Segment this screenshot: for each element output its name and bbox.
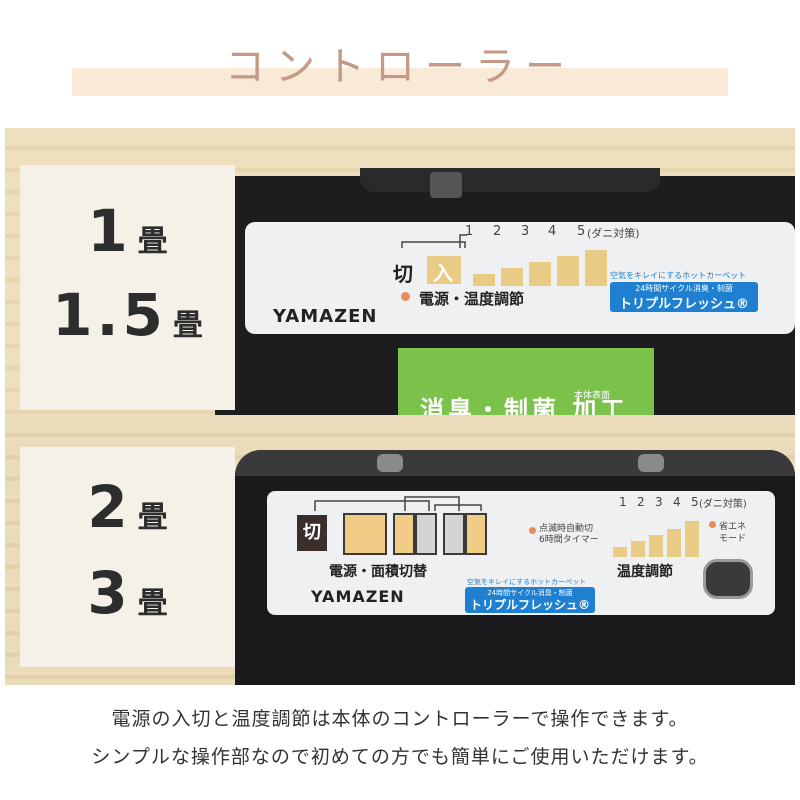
controller-knob-right [638,454,664,472]
controller-rim [235,450,795,476]
level-bar-3 [649,535,663,557]
size-number-1: 1 [87,197,132,265]
badge-main: トリプルフレッシュ® [618,297,749,312]
level-label-1: 1 [619,495,627,509]
timer-led [529,527,536,534]
control-label: 切 電源・面積切替 点滅時自動切 6時間タイマー 1 2 3 4 5 (ダニ対策… [267,491,775,615]
title-band [72,68,728,96]
area-button-2-right[interactable] [415,513,437,555]
level-bar-5 [685,521,699,557]
level-label-2: 2 [493,224,502,239]
level-bar-2 [631,541,645,557]
level-label-4: 4 [548,224,557,239]
page-title: コントローラー [225,44,575,90]
badge-sub: 24時間サイクル消臭・制菌 [487,589,573,597]
level-label-1: 1 [465,224,474,239]
level-note: (ダニ対策) [699,499,747,510]
level-bar-1 [613,547,627,557]
green-text: 消臭・制菌 加工 [420,396,629,415]
area-button-3-right[interactable] [465,513,487,555]
off-label: 切 [393,262,413,286]
level-note: (ダニ対策) [587,227,640,240]
level-bar-1 [473,274,495,286]
triple-fresh-badge: 24時間サイクル消臭・制菌 トリプルフレッシュ® [465,587,595,613]
eco-line-1: 省エネ [719,522,747,532]
bracket-lines [401,234,467,248]
function-label: 電源・温度調節 [419,290,525,308]
level-bar-2 [501,268,523,286]
badge-sub: 24時間サイクル消臭・制菌 [635,284,733,293]
function-right-label: 温度調節 [617,564,673,580]
caption-line-1: 電源の入切と温度調節は本体のコントローラーで操作できます。 [111,708,689,730]
level-label-4: 4 [673,495,681,509]
level-bar-4 [667,529,681,557]
level-bar-3 [529,262,551,286]
green-sub: 本体表面 [574,391,611,401]
level-label-3: 3 [655,495,663,509]
size-unit-1: 畳 [137,224,168,259]
air-text: 空気をキレイにするホットカーペット [467,578,587,586]
level-bar-5 [585,250,607,286]
size-unit-2: 畳 [172,308,203,343]
bracket-lines [314,496,482,511]
eco-led [709,521,716,528]
level-label-5: 5 [691,495,699,509]
eco-line-2: モード [719,534,747,544]
badge-main: トリプルフレッシュ® [469,598,590,612]
controller-panel-small: 1 2 3 4 5 (ダニ対策) 切 入 電源・温度調節 YAMAZEN 空気を… [5,128,795,415]
level-label-3: 3 [521,224,530,239]
controller-top-notch [360,168,660,192]
brand-logo: YAMAZEN [311,587,405,606]
on-label[interactable]: 入 [433,261,453,285]
level-bar-4 [557,256,579,286]
power-led [401,292,410,301]
timer-line-2: 6時間タイマー [539,535,599,545]
off-button[interactable]: 切 [297,515,327,551]
size-number-2: 1.5 [52,281,167,349]
off-label: 切 [303,522,321,543]
triple-fresh-badge: 24時間サイクル消臭・制菌 トリプルフレッシュ® [610,282,758,312]
control-label: 1 2 3 4 5 (ダニ対策) 切 入 電源・温度調節 YAMAZEN 空気を… [245,222,795,334]
size-number-2: 3 [87,559,132,627]
green-feature-sticker: 本体表面 消臭・制菌 加工 [398,348,654,415]
area-button-3-left[interactable] [443,513,465,555]
on-button-bg [427,256,461,284]
brand-logo: YAMAZEN [273,306,378,327]
controller-clip [430,172,462,198]
area-button-1[interactable] [343,513,387,555]
level-label-2: 2 [637,495,645,509]
eco-mode-button[interactable] [703,559,753,599]
size-unit-2: 畳 [137,586,168,621]
size-number-1: 2 [87,473,132,541]
air-text: 空気をキレイにするホットカーペット [610,271,747,280]
function-left-label: 電源・面積切替 [329,564,427,580]
controller-panel-large: 切 電源・面積切替 点滅時自動切 6時間タイマー 1 2 3 4 5 (ダニ対策… [5,415,795,685]
size-unit-1: 畳 [137,500,168,535]
controller-knob-left [377,454,403,472]
area-button-2-left[interactable] [393,513,415,555]
level-label-5: 5 [577,224,586,239]
caption-line-2: シンプルな操作部なので初めての方でも簡単にご使用いただけます。 [91,746,709,768]
timer-line-1: 点滅時自動切 [539,524,594,534]
